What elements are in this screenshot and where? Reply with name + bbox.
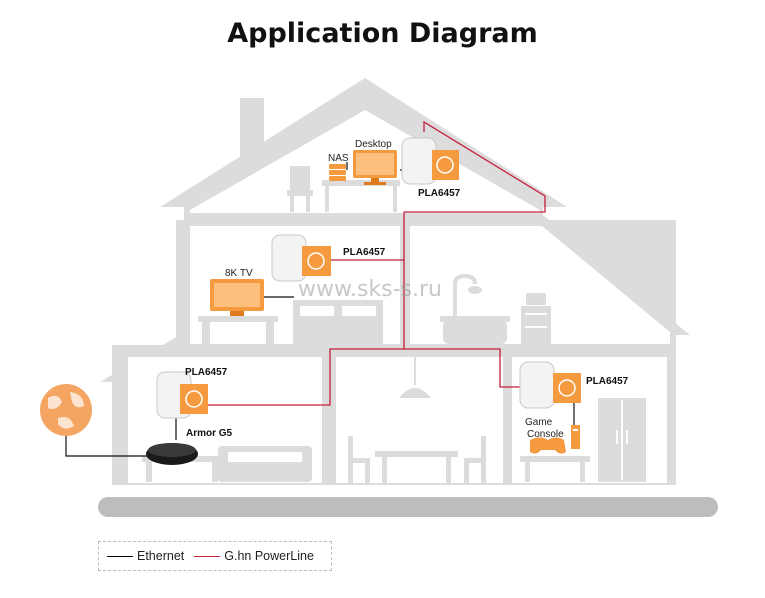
game-console xyxy=(530,425,580,454)
sink xyxy=(440,273,510,344)
label-adapter-mid: PLA6457 xyxy=(343,247,386,258)
globe-icon xyxy=(40,384,92,436)
label-tv: 8K TV xyxy=(225,268,253,279)
label-router: Armor G5 xyxy=(186,428,233,439)
diagram-title: Application Diagram xyxy=(227,18,538,49)
desktop-monitor xyxy=(353,150,397,185)
legend: Ethernet G.hn PowerLine xyxy=(98,541,332,571)
tv-table xyxy=(520,456,590,482)
dining-table xyxy=(375,451,458,483)
chair-right xyxy=(464,436,486,483)
legend-powerline: G.hn PowerLine xyxy=(194,549,314,563)
cabinet xyxy=(521,293,551,344)
adapter-mid xyxy=(271,234,331,282)
furniture xyxy=(142,166,646,483)
sofa xyxy=(218,446,312,482)
fridge xyxy=(598,398,646,482)
tv-stand xyxy=(198,316,278,344)
router-armor-g5 xyxy=(146,443,198,465)
powerline-line-swatch xyxy=(194,555,221,557)
adapter-left xyxy=(156,371,208,419)
legend-powerline-label: G.hn PowerLine xyxy=(224,549,314,563)
tv-device xyxy=(210,279,264,316)
chair-left xyxy=(348,436,370,483)
powerline-wiring xyxy=(208,120,546,406)
bath-room xyxy=(410,226,670,344)
adapter-right xyxy=(519,361,581,409)
legend-ethernet: Ethernet xyxy=(107,549,184,563)
ceiling-lamp xyxy=(399,357,431,398)
nas-device xyxy=(329,164,346,181)
watermark: www.sks-s.ru xyxy=(298,277,442,302)
label-adapter-right: PLA6457 xyxy=(586,376,629,387)
adapter-top xyxy=(401,137,459,185)
label-desktop: Desktop xyxy=(355,139,392,150)
dining-room xyxy=(336,357,503,483)
bed xyxy=(293,300,383,344)
label-adapter-top: PLA6457 xyxy=(418,188,461,199)
desk xyxy=(322,180,400,212)
label-nas: NAS xyxy=(328,153,349,164)
foundation xyxy=(98,497,718,517)
ethernet-line-swatch xyxy=(107,555,133,557)
roof xyxy=(160,78,567,207)
label-adapter-left: PLA6457 xyxy=(185,367,228,378)
legend-ethernet-label: Ethernet xyxy=(137,549,185,563)
attic-chair xyxy=(287,166,313,212)
